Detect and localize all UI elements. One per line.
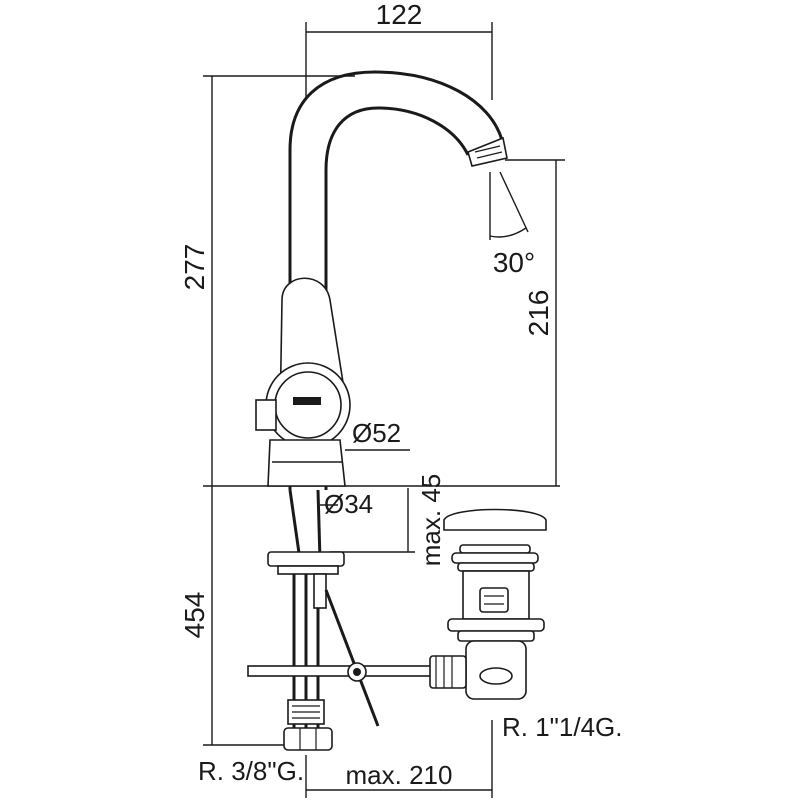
dim-max-deck-thickness: max. 45 [416, 474, 446, 567]
dim-base-diameter: Ø34 [324, 489, 373, 519]
dim-waste-distance: max. 210 [346, 760, 453, 790]
faucet [255, 70, 529, 490]
dim-supply-connection: R. 3/8"G. [198, 756, 304, 786]
dim-body-diameter: Ø52 [352, 418, 401, 448]
waste-assembly [429, 508, 547, 700]
dim-outlet-height: 216 [523, 290, 554, 337]
dimension-lines [203, 22, 565, 798]
dim-spout-reach: 122 [376, 0, 423, 30]
dim-spout-angle: 30° [493, 247, 535, 278]
dim-hose-length: 454 [179, 592, 210, 639]
under-deck [247, 489, 449, 751]
dim-waste-connection: R. 1"1/4G. [502, 712, 623, 742]
dim-total-height: 277 [179, 244, 210, 291]
